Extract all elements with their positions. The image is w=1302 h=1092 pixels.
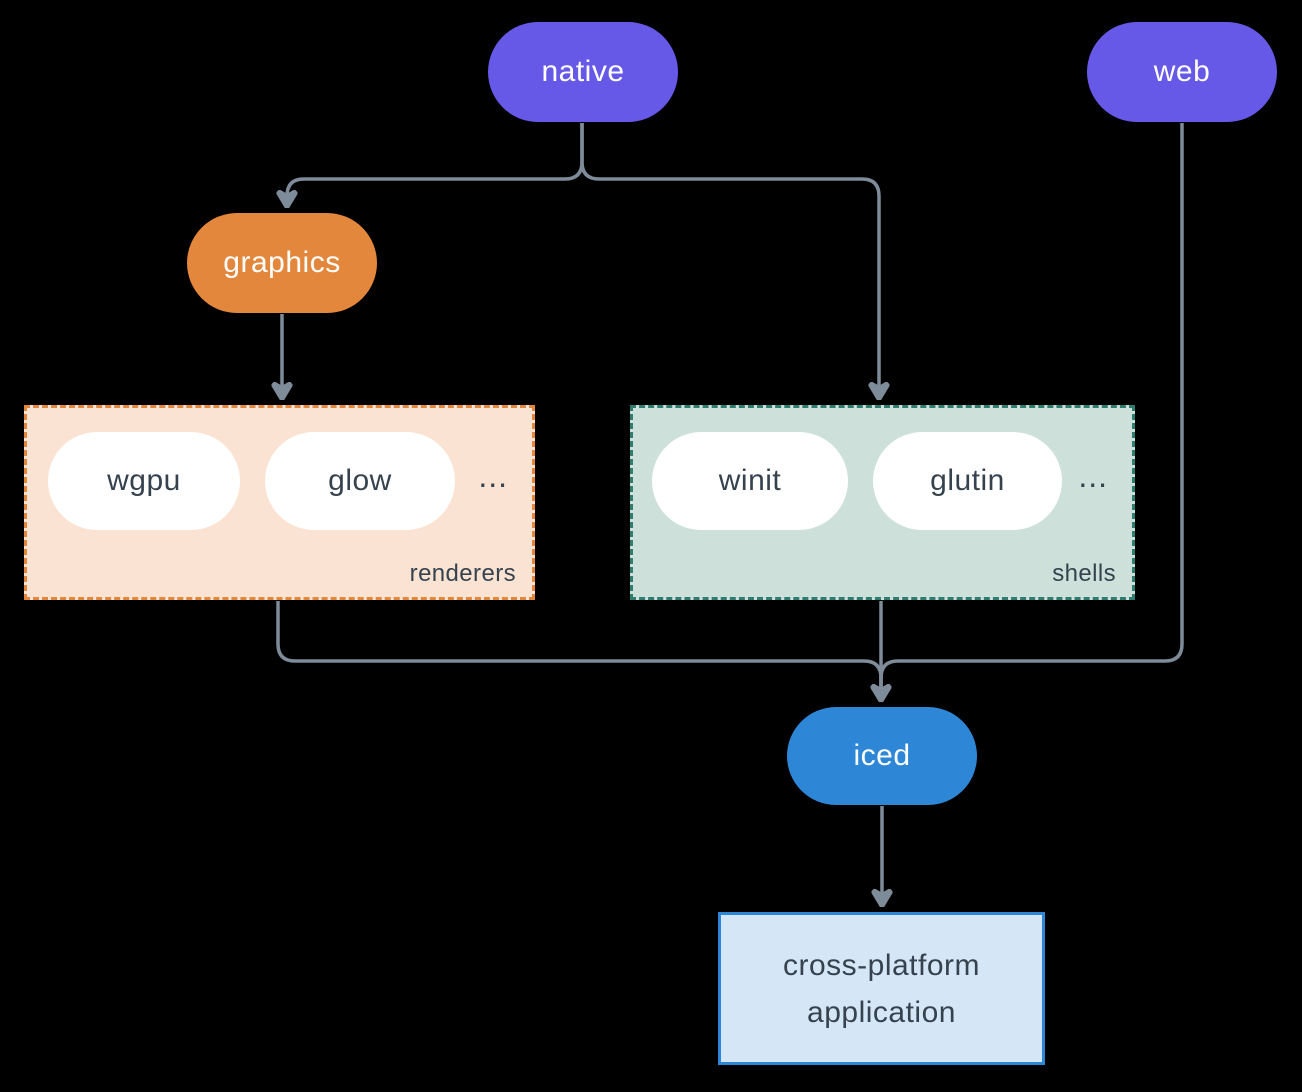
node-glutin: glutin — [873, 432, 1062, 530]
node-graphics: graphics — [187, 213, 377, 313]
node-wgpu: wgpu — [48, 432, 240, 530]
node-glutin-label: glutin — [930, 464, 1005, 497]
edge-native-graphics — [287, 123, 584, 205]
node-cross-platform-application: cross-platform application — [718, 912, 1045, 1065]
edge-renderers-iced — [276, 601, 881, 699]
renderers-ellipsis: ... — [478, 458, 508, 494]
group-renderers: wgpu glow ... renderers — [24, 405, 535, 600]
node-native-label: native — [541, 55, 625, 88]
node-native: native — [488, 22, 678, 122]
node-glow-label: glow — [328, 464, 392, 497]
node-graphics-label: graphics — [223, 246, 341, 279]
node-iced: iced — [787, 707, 977, 805]
app-label-line1: cross-platform — [782, 948, 981, 982]
node-winit-label: winit — [718, 464, 782, 497]
shells-ellipsis: ... — [1078, 458, 1108, 494]
group-shells-label: shells — [1052, 560, 1116, 587]
edge-web-iced — [879, 123, 1184, 688]
node-web: web — [1087, 22, 1277, 122]
group-renderers-label: renderers — [409, 560, 516, 587]
node-iced-label: iced — [853, 739, 911, 772]
node-winit: winit — [652, 432, 848, 530]
app-label-line2: application — [807, 995, 956, 1029]
node-wgpu-label: wgpu — [107, 464, 181, 497]
node-web-label: web — [1153, 55, 1211, 88]
node-glow: glow — [265, 432, 455, 530]
edge-native-shells — [580, 123, 879, 397]
group-shells: winit glutin ... shells — [630, 405, 1135, 600]
